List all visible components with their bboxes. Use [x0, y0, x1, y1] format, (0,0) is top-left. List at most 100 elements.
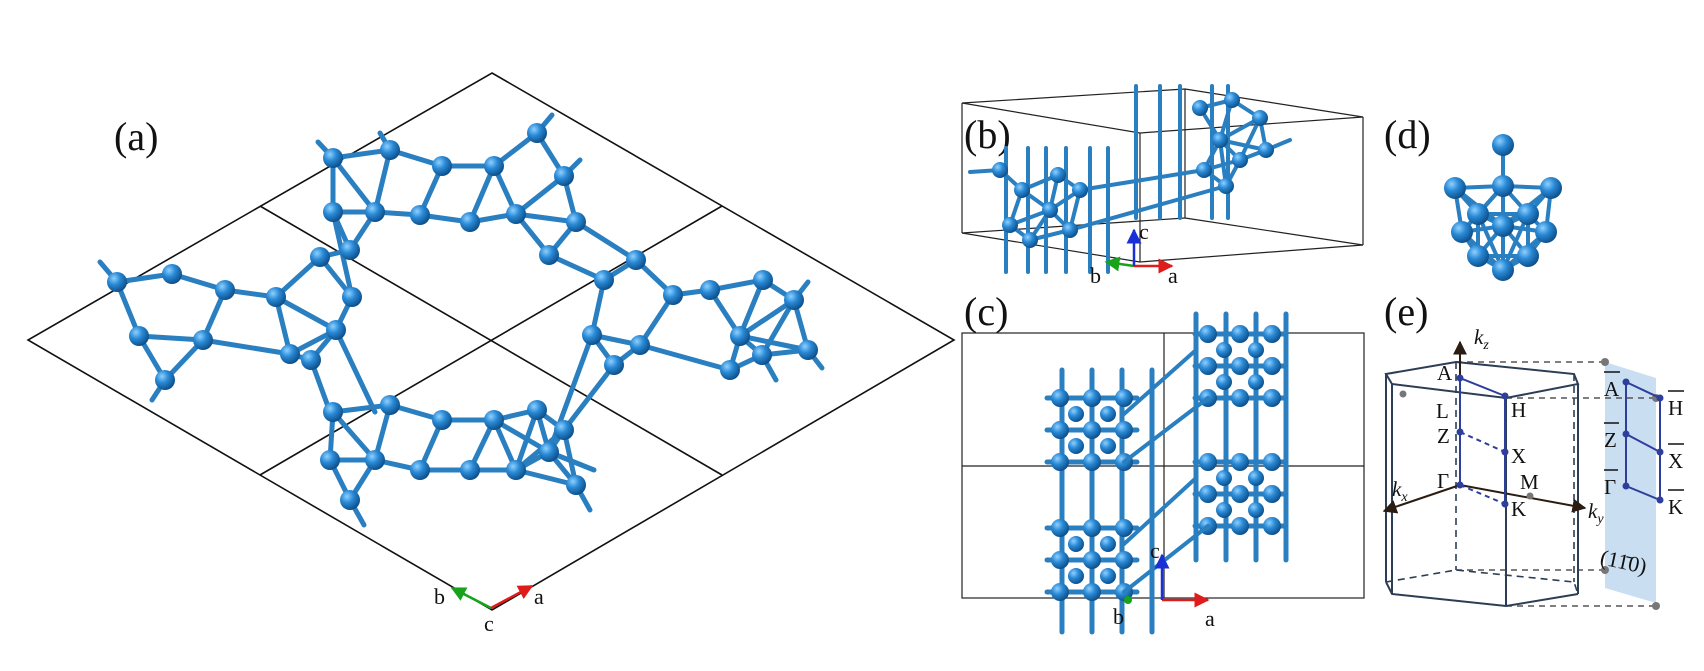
atom	[380, 140, 400, 160]
atom	[527, 400, 547, 420]
atom	[1100, 406, 1116, 422]
atom	[626, 250, 646, 270]
a-axis-arrow	[490, 584, 534, 610]
atom	[162, 264, 182, 284]
label-K-bar: K	[1668, 495, 1683, 519]
label-Z-bar: Z	[1604, 428, 1617, 452]
atom	[1062, 222, 1078, 238]
atom	[700, 280, 720, 300]
atom	[432, 156, 452, 176]
bond	[1078, 168, 1206, 192]
atom	[506, 460, 526, 480]
bond	[136, 333, 206, 343]
bond	[273, 294, 339, 333]
bond	[491, 417, 552, 455]
atom	[323, 402, 343, 422]
atom	[1072, 182, 1088, 198]
atom	[1451, 221, 1473, 243]
atom	[1199, 357, 1217, 375]
atom	[1199, 485, 1217, 503]
structure-c	[1044, 311, 1289, 635]
bond	[1122, 396, 1210, 464]
atom	[323, 148, 343, 168]
atom	[365, 202, 385, 222]
structure-b	[968, 84, 1292, 274]
bond	[330, 155, 378, 215]
atom	[342, 287, 362, 307]
b-axis-arrow	[450, 586, 492, 610]
atom	[539, 245, 559, 265]
atom	[1083, 389, 1101, 407]
bond	[1068, 184, 1228, 232]
atom	[1467, 245, 1489, 267]
atom	[1100, 568, 1116, 584]
panel-c: (c) a b c	[961, 289, 1365, 635]
atom	[554, 420, 574, 440]
bond	[330, 409, 378, 463]
cell-divider	[259, 205, 723, 476]
atom	[1231, 517, 1249, 535]
panel-b: (b) a b c	[961, 84, 1364, 288]
a-axis-label: a	[1168, 263, 1178, 288]
panel-a-label: (a)	[114, 114, 158, 159]
axes-indicator-a: b a c	[434, 584, 544, 636]
atom	[720, 360, 740, 380]
k-axes: kz kx ky	[1382, 325, 1604, 527]
atom	[1022, 232, 1038, 248]
bond	[561, 362, 617, 433]
bond	[372, 147, 393, 215]
atom	[280, 344, 300, 364]
atom	[1263, 453, 1281, 471]
bond	[200, 337, 293, 357]
atom	[107, 272, 127, 292]
atom	[1068, 536, 1084, 552]
kx-axis	[1382, 500, 1399, 514]
atom	[1199, 325, 1217, 343]
atom	[1083, 453, 1101, 471]
axes-indicator-b: a b c	[1090, 219, 1178, 288]
atom	[410, 460, 430, 480]
atom	[1263, 485, 1281, 503]
label-Gamma: Γ	[1437, 469, 1449, 493]
atom	[604, 355, 624, 375]
bond	[513, 211, 579, 225]
atom	[460, 212, 480, 232]
structure-a	[97, 112, 825, 528]
k-path	[1399, 374, 1534, 508]
c-axis-label: c	[1139, 219, 1149, 244]
ky-label: ky	[1588, 499, 1604, 527]
atom	[1231, 325, 1249, 343]
panel-b-label: (b)	[964, 112, 1011, 157]
atom	[1492, 215, 1514, 237]
panel-d-label: (d)	[1384, 112, 1431, 157]
atom	[1115, 551, 1133, 569]
bond	[546, 252, 607, 283]
label-H: H	[1511, 398, 1526, 422]
atom	[365, 450, 385, 470]
atom	[663, 285, 683, 305]
atom	[1231, 453, 1249, 471]
atom	[484, 410, 504, 430]
atom	[554, 166, 574, 186]
label-A: A	[1437, 361, 1453, 385]
atom	[1263, 357, 1281, 375]
atom	[753, 270, 773, 290]
atom	[1492, 134, 1514, 156]
atom	[1192, 100, 1208, 116]
kx-label: kx	[1392, 477, 1408, 505]
atom	[340, 240, 360, 260]
label-L: L	[1436, 399, 1449, 423]
atom	[1068, 406, 1084, 422]
c-axis-label: c	[484, 611, 494, 636]
atom	[752, 345, 772, 365]
bond	[737, 297, 797, 339]
atom	[266, 287, 286, 307]
atom	[301, 350, 321, 370]
atom	[310, 247, 330, 267]
atom	[484, 156, 504, 176]
atom	[1212, 132, 1228, 148]
atom	[506, 204, 526, 224]
b-axis-arrow	[1104, 256, 1135, 272]
b-axis-label: b	[1113, 604, 1124, 629]
